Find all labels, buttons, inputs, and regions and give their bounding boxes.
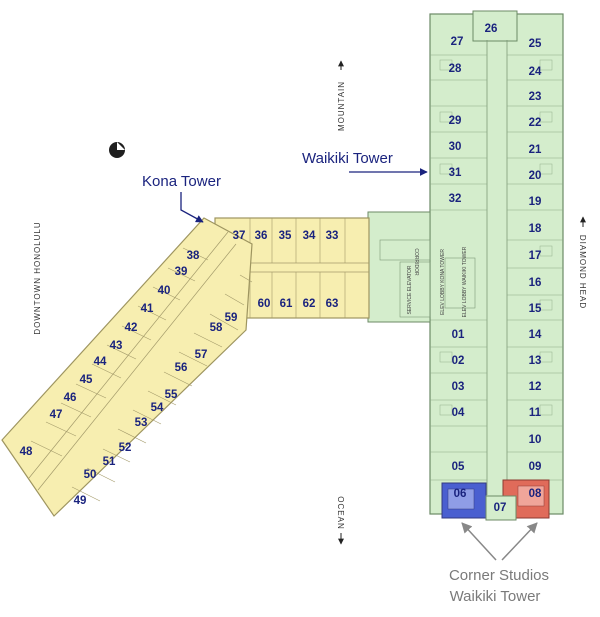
room-31[interactable]: 31 bbox=[449, 167, 462, 179]
room-34[interactable]: 34 bbox=[303, 230, 316, 242]
room-62[interactable]: 62 bbox=[303, 298, 316, 310]
room-43[interactable]: 43 bbox=[110, 340, 123, 352]
room-35[interactable]: 35 bbox=[279, 230, 292, 242]
room-03[interactable]: 03 bbox=[452, 381, 465, 393]
room-36[interactable]: 36 bbox=[255, 230, 268, 242]
corner-studios bbox=[441, 479, 550, 521]
room-46[interactable]: 46 bbox=[64, 392, 77, 404]
room-38[interactable]: 38 bbox=[187, 250, 200, 262]
elev-lobby-waikiki-label: ELEV LOBBY WAIKIKI TOWER bbox=[462, 246, 468, 317]
svg-text:OCEAN: OCEAN bbox=[336, 496, 345, 529]
room-61[interactable]: 61 bbox=[280, 298, 293, 310]
room-39[interactable]: 39 bbox=[175, 266, 188, 278]
room-09[interactable]: 09 bbox=[529, 461, 542, 473]
room-23[interactable]: 23 bbox=[529, 91, 542, 103]
kona-tower-diagonal-wing bbox=[1, 217, 253, 517]
room-37[interactable]: 37 bbox=[233, 230, 246, 242]
room-01[interactable]: 01 bbox=[452, 329, 465, 341]
corner-studios-arrow-right-icon bbox=[501, 522, 538, 561]
kona-room-numbers: 37 36 35 34 33 38 60 61 62 63 39 40 59 4… bbox=[20, 230, 339, 507]
room-53[interactable]: 53 bbox=[135, 417, 148, 429]
room-14[interactable]: 14 bbox=[529, 329, 542, 341]
waikiki-room-numbers: 27 26 25 28 24 23 29 22 30 21 31 20 32 1… bbox=[449, 23, 542, 514]
room-54[interactable]: 54 bbox=[151, 402, 164, 414]
room-50[interactable]: 50 bbox=[84, 469, 97, 481]
kona-tower-arrow-icon bbox=[180, 192, 204, 223]
room-44[interactable]: 44 bbox=[94, 356, 107, 368]
room-17[interactable]: 17 bbox=[529, 250, 542, 262]
corridor-label: CORRIDOR bbox=[413, 248, 419, 276]
room-05[interactable]: 05 bbox=[452, 461, 465, 473]
room-24[interactable]: 24 bbox=[529, 66, 542, 78]
room-20[interactable]: 20 bbox=[529, 170, 542, 182]
room-57[interactable]: 57 bbox=[195, 349, 208, 361]
room-04[interactable]: 04 bbox=[452, 407, 465, 419]
direction-downtown-honolulu: DOWNTOWN HONOLULU bbox=[33, 221, 42, 334]
room-07[interactable]: 07 bbox=[494, 502, 507, 514]
room-45[interactable]: 45 bbox=[80, 374, 93, 386]
room-10[interactable]: 10 bbox=[529, 434, 542, 446]
room-06[interactable]: 06 bbox=[454, 488, 467, 500]
room-33[interactable]: 33 bbox=[326, 230, 339, 242]
room-41[interactable]: 41 bbox=[141, 303, 154, 315]
room-56[interactable]: 56 bbox=[175, 362, 188, 374]
room-59[interactable]: 59 bbox=[225, 312, 238, 324]
room-22[interactable]: 22 bbox=[529, 117, 542, 129]
svg-text:DIAMOND HEAD: DIAMOND HEAD bbox=[578, 235, 587, 309]
room-02[interactable]: 02 bbox=[452, 355, 465, 367]
direction-ocean: OCEAN bbox=[336, 496, 345, 545]
room-18[interactable]: 18 bbox=[529, 223, 542, 235]
room-32[interactable]: 32 bbox=[449, 193, 462, 205]
room-51[interactable]: 51 bbox=[103, 456, 116, 468]
corner-studios-sublabel: Waikiki Tower bbox=[450, 588, 541, 605]
central-lobby bbox=[367, 211, 476, 323]
room-58[interactable]: 58 bbox=[210, 322, 223, 334]
compass-icon bbox=[109, 142, 125, 158]
room-40[interactable]: 40 bbox=[158, 285, 171, 297]
svg-text:DOWNTOWN HONOLULU: DOWNTOWN HONOLULU bbox=[33, 221, 42, 334]
room-63[interactable]: 63 bbox=[326, 298, 339, 310]
room-52[interactable]: 52 bbox=[119, 442, 132, 454]
service-elevator-label: SERVICE ELEVATOR bbox=[407, 265, 413, 314]
waikiki-tower-label: Waikiki Tower bbox=[302, 150, 393, 167]
room-48[interactable]: 48 bbox=[20, 446, 33, 458]
direction-diamond-head: DIAMOND HEAD bbox=[578, 216, 587, 309]
room-12[interactable]: 12 bbox=[529, 381, 542, 393]
room-11[interactable]: 11 bbox=[529, 407, 542, 419]
svg-text:MOUNTAIN: MOUNTAIN bbox=[337, 81, 346, 131]
room-42[interactable]: 42 bbox=[125, 322, 138, 334]
room-08[interactable]: 08 bbox=[529, 488, 542, 500]
direction-mountain: MOUNTAIN bbox=[337, 60, 346, 131]
room-60[interactable]: 60 bbox=[258, 298, 271, 310]
room-55[interactable]: 55 bbox=[165, 389, 178, 401]
room-47[interactable]: 47 bbox=[50, 409, 63, 421]
room-25[interactable]: 25 bbox=[529, 38, 542, 50]
room-26[interactable]: 26 bbox=[485, 23, 498, 35]
room-28[interactable]: 28 bbox=[449, 63, 462, 75]
room-21[interactable]: 21 bbox=[529, 144, 542, 156]
room-27[interactable]: 27 bbox=[451, 36, 464, 48]
room-16[interactable]: 16 bbox=[529, 277, 542, 289]
elev-lobby-kona-label: ELEV LOBBY KONA TOWER bbox=[440, 249, 446, 315]
room-15[interactable]: 15 bbox=[529, 303, 542, 315]
waikiki-tower-wing bbox=[429, 10, 564, 515]
room-49[interactable]: 49 bbox=[74, 495, 87, 507]
room-29[interactable]: 29 bbox=[449, 115, 462, 127]
kona-tower-label: Kona Tower bbox=[142, 173, 221, 190]
room-19[interactable]: 19 bbox=[529, 196, 542, 208]
room-13[interactable]: 13 bbox=[529, 355, 542, 367]
room-30[interactable]: 30 bbox=[449, 141, 462, 153]
corner-studios-label: Corner Studios bbox=[449, 567, 549, 584]
corner-studios-arrow-left-icon bbox=[461, 522, 497, 561]
